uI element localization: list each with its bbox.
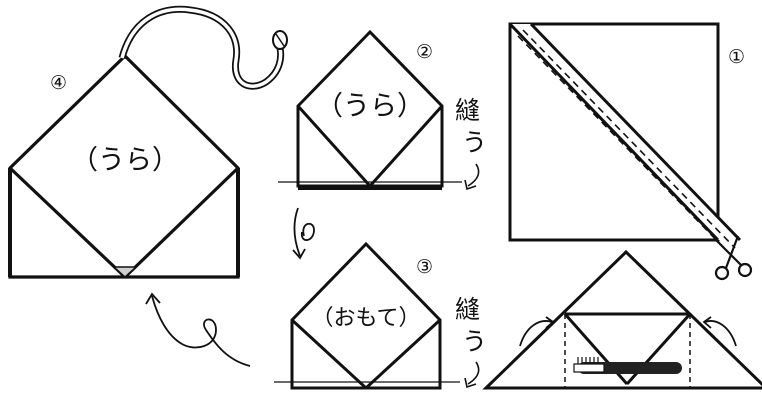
step-2-sew-arrow — [468, 164, 479, 186]
step-1-cut-square — [510, 24, 751, 279]
step-2-label: （うら） — [316, 91, 424, 122]
step-3-sew-arrow — [468, 362, 479, 384]
left-fold-arrow — [520, 321, 552, 346]
step-2-number: ② — [416, 41, 433, 63]
step-1-number: ① — [728, 46, 745, 68]
step-3-number: ③ — [416, 256, 433, 278]
next-step-arrow — [146, 294, 250, 366]
step-3-label: （おもて） — [311, 306, 420, 331]
cut-edge-line-outer — [531, 24, 740, 240]
turn-over-arrow — [293, 208, 314, 258]
step-3-sew-char-1: 縫 — [455, 295, 480, 324]
step-3-sew-char-2: う — [462, 327, 487, 356]
dashed-cut-guide — [518, 36, 728, 252]
step-4-label: （うら） — [71, 145, 179, 176]
step-4-number: ④ — [50, 72, 67, 94]
step-2-sew-char-1: 縫 — [455, 96, 480, 125]
pouch-right-fold — [125, 168, 238, 277]
scissors-icon — [714, 236, 751, 279]
drawstring-cord — [122, 9, 287, 86]
step-2-sew-char-2: う — [462, 128, 487, 157]
cut-edge-line — [510, 24, 718, 240]
toothbrush-icon — [574, 357, 682, 374]
pouch-left-fold — [10, 168, 125, 277]
